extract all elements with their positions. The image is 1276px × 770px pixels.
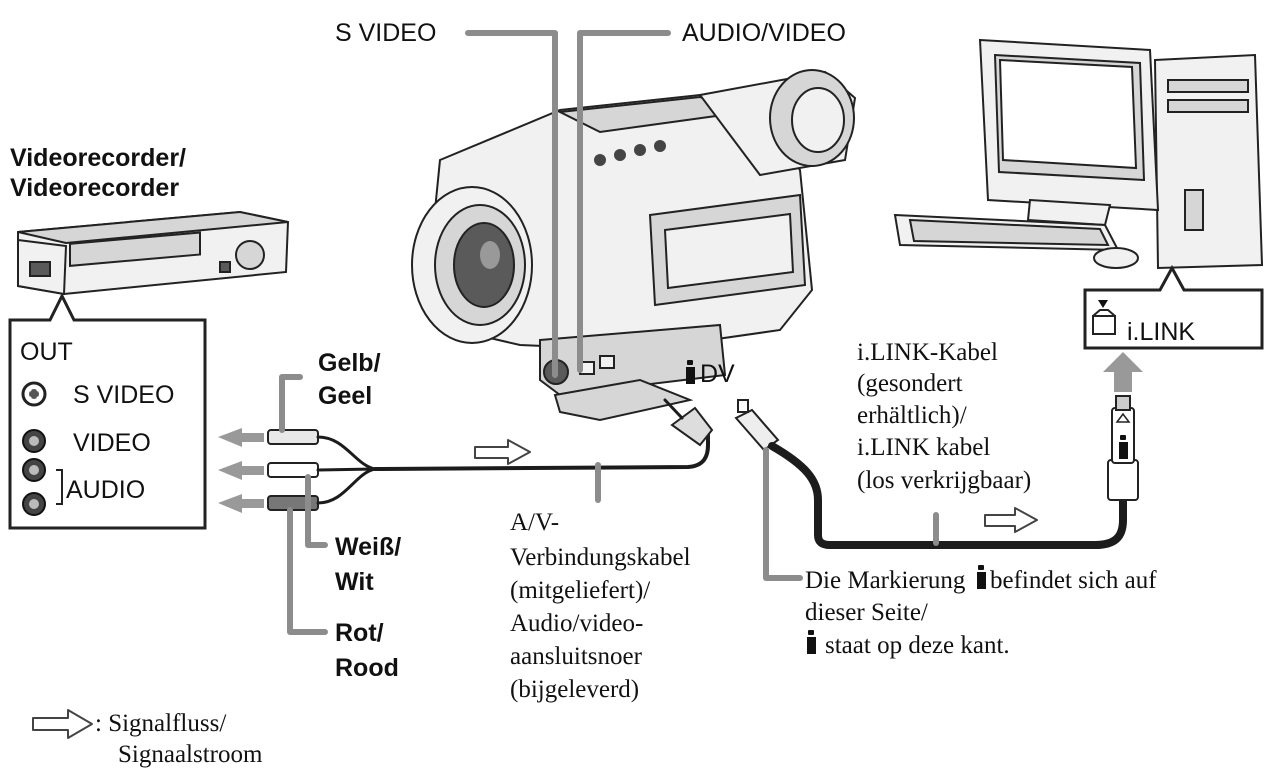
- yellow-label-line-1: Gelb/: [318, 349, 381, 377]
- audio-r-rca-jack-icon: [22, 492, 46, 516]
- red-label-line-2: Rood: [335, 654, 399, 682]
- legend-line-1: : Signalfluss/: [95, 710, 226, 737]
- yellow-label-line-2: Geel: [318, 382, 372, 410]
- audio-l-rca-jack-icon: [22, 458, 46, 482]
- out-video-label: VIDEO: [73, 429, 151, 457]
- ilink-cable-label-line-2: (gesondert: [857, 370, 963, 397]
- white-label-line-1: Weiß/: [335, 533, 401, 561]
- av-cable-label-line-2: Verbindungskabel: [510, 544, 691, 571]
- av-cable-label-line-1: A/V-: [510, 509, 559, 536]
- ilink-cable-label-line-1: i.LINK-Kabel: [857, 339, 998, 366]
- s-video-top-label: S VIDEO: [335, 19, 436, 47]
- legend: : Signalfluss/ Signaalstroom: [32, 709, 263, 768]
- audio-video-leader-line: [577, 30, 671, 373]
- av-cable-label-line-6: (bijgeleverd): [510, 676, 639, 703]
- av-cable: [267, 398, 714, 511]
- ilink-cable-label-line-5: (los verkrijgbaar): [857, 467, 1031, 494]
- dv-label: DV: [700, 360, 735, 388]
- legend-signal-flow-icon: [32, 709, 93, 739]
- out-s-video-label: S VIDEO: [73, 381, 174, 409]
- marking-note-line-1a: Die Markierung: [805, 567, 966, 594]
- marking-leader-line: [763, 447, 803, 581]
- ilink-cable-label-line-3: erhältlich)/: [857, 402, 967, 429]
- signal-flow-arrow-icon-2: [984, 507, 1038, 533]
- s-video-jack-icon: [21, 381, 47, 407]
- audio-video-top-label: AUDIO/VIDEO: [682, 19, 846, 47]
- marking-ilink-i-icon: [977, 565, 986, 589]
- camcorder-illustration: [411, 69, 857, 422]
- av-cable-label-line-3: (mitgeliefert)/: [510, 577, 650, 604]
- ilink-cable-label-line-4: i.LINK kabel: [857, 434, 990, 461]
- av-cable-label-line-4: Audio/video-: [510, 610, 643, 637]
- white-leader-line: [305, 474, 328, 548]
- video-rca-jack-icon: [22, 429, 46, 453]
- av-cable-label: A/V- Verbindungskabel (mitgeliefert)/ Au…: [510, 509, 691, 703]
- ilink-port-label: i.LINK: [1127, 318, 1195, 346]
- yellow-leader-line: [279, 374, 303, 433]
- av-cable-label-line-5: aansluitsnoer: [510, 643, 643, 670]
- signal-out-arrow-icon: [218, 428, 264, 513]
- marking-note-line-3: staat op deze kant.: [825, 632, 1010, 659]
- ilink-cable: [734, 395, 1139, 549]
- marking-note-line-2: dieser Seite/: [805, 599, 928, 626]
- computer-illustration: [893, 38, 1264, 270]
- signal-in-arrow-icon: [1103, 352, 1143, 392]
- legend-line-2: Signaalstroom: [118, 741, 263, 768]
- marking-note-line-1b: befindet sich auf: [990, 567, 1157, 594]
- out-panel-callout: OUT S VIDEO VIDEO AUDIO: [8, 292, 207, 530]
- audio-bracket: [56, 469, 63, 505]
- ilink-cable-label: i.LINK-Kabel (gesondert erhältlich)/ i.L…: [857, 339, 1031, 494]
- marking-note: Die Markierung befindet sich auf dieser …: [805, 565, 1157, 659]
- vcr-title-line-2: Videorecorder: [10, 174, 179, 202]
- red-label-line-1: Rot/: [335, 619, 384, 647]
- out-label: OUT: [20, 338, 73, 366]
- ilink-port-callout: i.LINK: [1083, 264, 1264, 350]
- out-audio-label: AUDIO: [66, 476, 145, 504]
- marking-ilink-i-icon-2: [807, 630, 816, 654]
- signal-flow-arrow-icon: [474, 439, 531, 465]
- red-leader-line: [287, 507, 328, 635]
- s-video-leader-line: [465, 30, 558, 378]
- white-label-line-2: Wit: [335, 568, 374, 596]
- vcr-title-line-1: Videorecorder/: [10, 144, 186, 172]
- vcr-illustration: [17, 210, 290, 296]
